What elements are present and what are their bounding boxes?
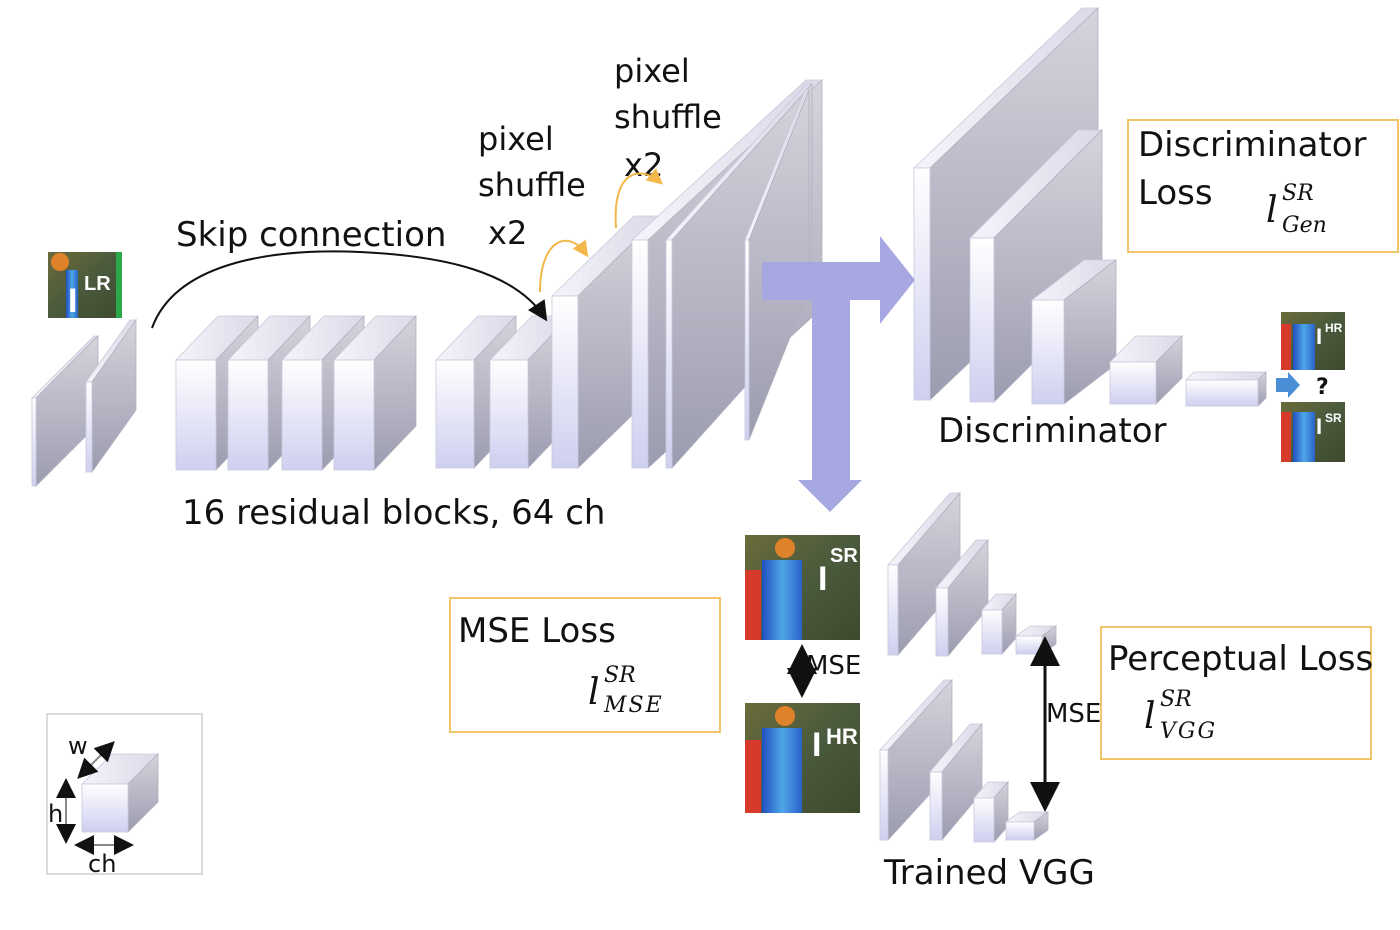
svg-text:HR: HR <box>826 724 858 749</box>
feature-flow-arrows <box>762 236 915 512</box>
svg-text:x2: x2 <box>488 214 527 252</box>
perceptual-loss-box: Perceptual Loss l SR VGG <box>1100 626 1373 760</box>
svg-text:VGG: VGG <box>1160 719 1217 744</box>
skip-connection-arrow <box>151 250 548 329</box>
vgg-sr-block-3 <box>981 592 1017 656</box>
input-conv-block-2 <box>85 318 137 474</box>
legend-height-label: h <box>48 800 63 828</box>
svg-text:MSE: MSE <box>603 693 664 718</box>
mse-sr-image: I SR <box>745 535 860 640</box>
svg-text:x2: x2 <box>624 146 663 184</box>
residual-blocks-label: 16 residual blocks, 64 ch <box>182 493 605 533</box>
svg-text:SR: SR <box>1160 687 1192 712</box>
svg-text:I: I <box>1316 414 1322 439</box>
svg-text:l: l <box>588 672 600 713</box>
residual-block <box>333 315 417 471</box>
disc-block-5 <box>1185 371 1267 407</box>
svg-text:SR: SR <box>1325 411 1342 425</box>
legend-width-label: w <box>68 732 88 760</box>
vgg-sr-block-2 <box>935 538 989 658</box>
compare-sr-image: I SR <box>1281 402 1345 462</box>
svg-text:I: I <box>818 560 827 598</box>
discriminator-loss-box: Discriminator Loss l SR Gen <box>1127 119 1399 253</box>
svg-text:pixel: pixel <box>614 52 690 90</box>
svg-text:SR: SR <box>604 663 636 688</box>
mse-hr-image: I HR <box>745 703 860 813</box>
compare-question: ? <box>1316 375 1329 400</box>
pixel-shuffle-arrow-2 <box>614 168 664 229</box>
pixel-shuffle-label-1: pixel shuffle x2 <box>478 120 586 252</box>
pixel-shuffle-arrow-1 <box>539 239 589 293</box>
mse-loss-box: MSE Loss l SR MSE <box>449 597 721 733</box>
svg-text:I: I <box>812 726 821 764</box>
network-blocks <box>31 7 1267 844</box>
compare-arrow-icon <box>1276 372 1300 398</box>
dimension-legend: w h ch <box>46 713 203 878</box>
svg-text:SR: SR <box>830 545 858 567</box>
legend-cube <box>81 753 159 833</box>
compare-hr-image: I HR <box>1281 312 1345 370</box>
svg-text:MSE Loss: MSE Loss <box>458 611 616 651</box>
svg-text:l: l <box>1266 190 1278 231</box>
svg-text:HR: HR <box>1325 321 1343 335</box>
svg-text:Perceptual Loss: Perceptual Loss <box>1108 639 1373 679</box>
svg-text:shuffle: shuffle <box>478 166 586 204</box>
svg-text:shuffle: shuffle <box>614 98 722 136</box>
pixel-shuffle-label-2: pixel shuffle x2 <box>614 52 722 184</box>
disc-block-3 <box>1030 259 1118 405</box>
svg-text:Loss: Loss <box>1138 173 1213 213</box>
svg-text:I: I <box>1316 324 1322 349</box>
input-conv-block <box>31 335 99 487</box>
vgg-hr-block-2 <box>929 722 983 842</box>
svg-text:l: l <box>1144 696 1156 737</box>
arrow-to-discriminator <box>762 236 915 324</box>
mse-image-arrow-label: MSE <box>806 651 861 681</box>
arrow-to-losses <box>798 290 862 512</box>
svg-text:SR: SR <box>1282 181 1314 206</box>
svg-text:Gen: Gen <box>1282 213 1327 238</box>
disc-block-4 <box>1109 335 1183 405</box>
lr-input-image: I LR <box>48 252 122 320</box>
lr-symbol: I <box>68 282 77 320</box>
lr-superscript: LR <box>84 273 111 295</box>
vgg-hr-block-4 <box>1004 811 1050 841</box>
vgg-hr-block-3 <box>973 780 1009 844</box>
vgg-mse-arrow-label: MSE <box>1046 699 1101 729</box>
legend-channel-label: ch <box>88 850 116 878</box>
vgg-sr-block-4 <box>1014 625 1058 655</box>
svg-text:Discriminator: Discriminator <box>1138 125 1367 165</box>
discriminator-label: Discriminator <box>938 411 1167 451</box>
skip-connection-label: Skip connection <box>176 215 446 255</box>
trained-vgg-label: Trained VGG <box>883 853 1095 893</box>
svg-text:pixel: pixel <box>478 120 554 158</box>
